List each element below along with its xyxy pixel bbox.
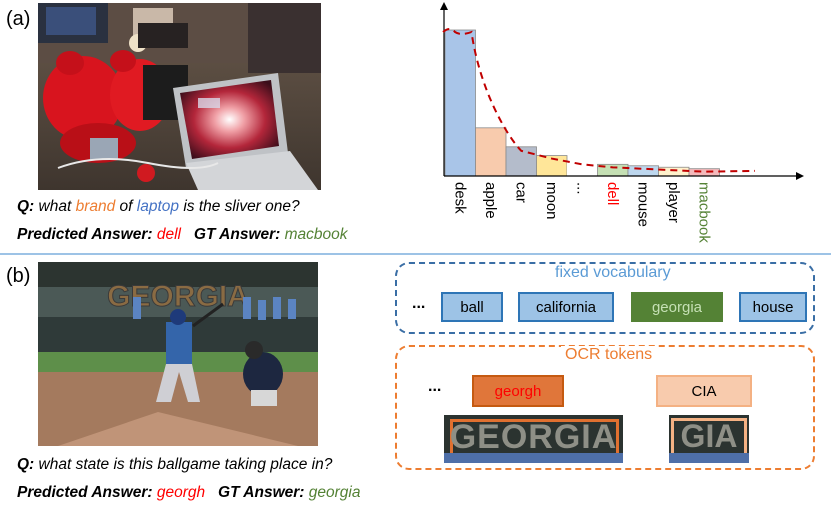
ocr-crop-georgia-text: GEORGIA [449,418,618,456]
answers-a: Predicted Answer: dell GT Answer: macboo… [17,226,348,244]
question-a-text-3: is the sliver one? [179,198,300,215]
tick-label-desk: desk [451,182,468,214]
predicted-b-value: georgh [156,484,206,501]
ocr-crop-gia-text: GIA [680,418,738,454]
predicted-a-value: dell [156,226,181,243]
vocab-georgia: georgia [631,292,723,322]
predicted-b-label: Predicted Answer: [17,484,153,501]
bar-macbook [688,168,720,177]
fixed-vocabulary-box [395,262,815,334]
tick-label-moon: moon [543,182,560,220]
bar-mouse [627,165,659,177]
tick-label-dell: dell [604,182,621,205]
predicted-a-label: Predicted Answer: [17,226,153,243]
x-axis-arrow [796,172,804,180]
question-a-text-2: of [115,198,137,215]
panel-a-label: (a) [6,8,31,30]
tick-label-apple: apple [482,182,499,219]
ocr-token-georgh: georgh [472,375,564,407]
question-a-keyword-brand: brand [75,198,116,215]
tick-label-macbook: macbook [695,182,712,243]
photo-banner-text: GEORGIA [107,280,249,313]
bar-apple [475,127,507,177]
ocr-crop-gia: GIA [669,415,749,463]
bar-desk [444,29,476,177]
gt-a-value: macbook [284,226,348,243]
question-b-prefix: Q: [17,456,35,473]
laptop-photo [38,3,321,190]
tick-label-ellipsis: ... [573,182,590,195]
gt-a-label: GT Answer: [193,226,281,243]
panel-divider [0,253,831,255]
bar-ellipsis [567,161,598,176]
question-a-keyword-laptop: laptop [136,198,180,215]
question-a: Q: what brand of laptop is the sliver on… [17,198,300,216]
ocr-crop-georgia: GEORGIA [444,415,623,463]
tick-label-mouse: mouse [634,182,651,227]
question-a-prefix: Q: [17,198,35,215]
y-axis-arrow [440,2,448,10]
vocab-california: california [518,292,614,322]
ocr-token-cia: CIA [656,375,752,407]
ocr-tokens-ellipsis: ... [428,378,442,395]
tick-label-car: car [512,182,529,203]
vocab-house: house [739,292,807,322]
gt-b-label: GT Answer: [218,484,305,501]
baseball-photo: GEORGIA [38,262,318,446]
question-a-text-1: what [34,198,76,215]
ocr-tokens-title: OCR tokens [561,346,657,364]
panel-b-label: (b) [6,265,31,287]
long-tail-curve [442,28,756,173]
vocab-ball: ball [441,292,503,322]
question-b: Q: what state is this ballgame taking pl… [17,456,332,474]
fixed-vocabulary-ellipsis: ... [412,295,426,312]
answers-b: Predicted Answer: georgh GT Answer: geor… [17,484,360,502]
gt-b-value: georgia [308,484,361,501]
fixed-vocabulary-title: fixed vocabulary [551,264,675,282]
question-b-text: what state is this ballgame taking place… [34,456,333,473]
tick-label-player: player [665,182,682,223]
